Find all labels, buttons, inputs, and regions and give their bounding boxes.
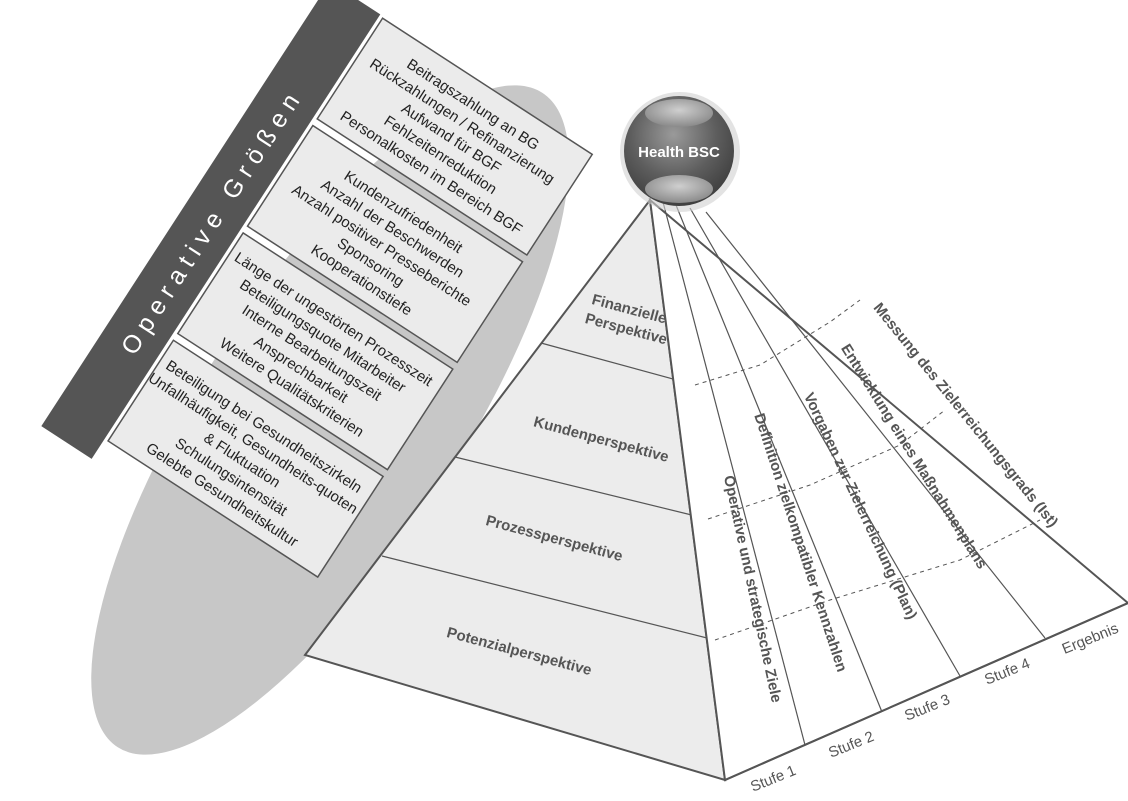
metric-box-customer: Kundenzufriedenheit Anzahl der Beschwerd…: [246, 124, 524, 364]
perspective-divider: [454, 456, 709, 520]
perspective-divider: [540, 342, 696, 386]
step-divider: [675, 204, 883, 713]
health-bsc-hub: Health BSC: [620, 92, 740, 212]
step-dashed-row: [707, 409, 946, 520]
step-divider: [705, 211, 1046, 639]
hub-lens-top: [645, 99, 713, 127]
hub-lens-bottom: [645, 175, 713, 203]
banner-bar: [41, 0, 381, 459]
perspective-face: Finanzielle Perspektive Kundenperspektiv…: [303, 197, 727, 782]
perspective-divider: [381, 555, 716, 641]
step-dashed-row: [694, 299, 861, 386]
steps-face: Operative und strategische Ziele Definit…: [648, 197, 1128, 796]
metric-box-process: Länge der ungestörten Prozesszeit Beteil…: [176, 231, 454, 471]
hub-label: Health BSC: [638, 144, 720, 161]
step-divider: [689, 207, 961, 677]
step-divider: [662, 201, 806, 746]
